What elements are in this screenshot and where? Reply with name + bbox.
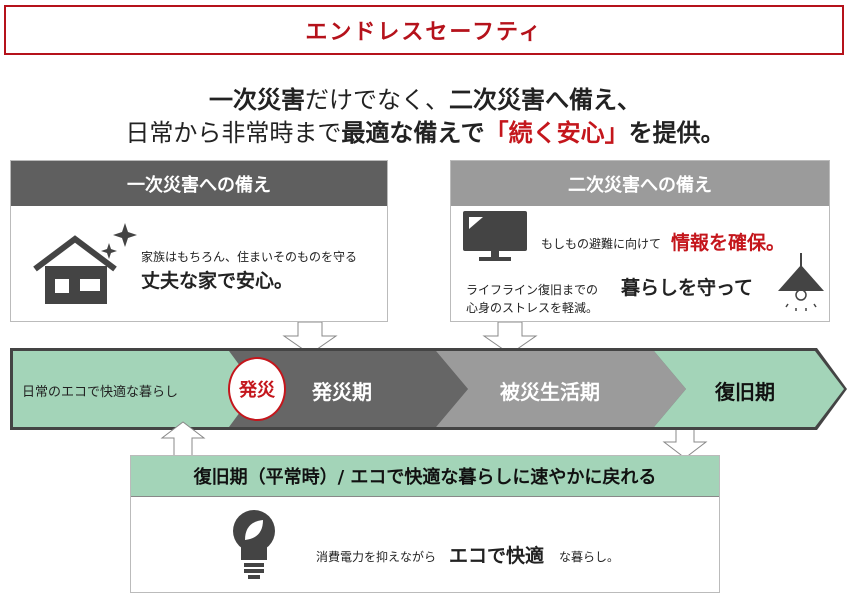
primary-disaster-panel: 一次災害への備え 家族はもちろん、住まいそのものを守る 丈夫な家で安心。 — [10, 160, 388, 322]
band-segment-phase1 — [229, 351, 468, 427]
life-small-text: ライフライン復旧までの — [466, 283, 599, 297]
secondary-panel-header: 二次災害への備え — [451, 161, 829, 206]
primary-big-text: 丈夫な家で安心。 — [141, 270, 294, 292]
down-arrow-icon — [482, 322, 538, 355]
title-box: エンドレスセーフティ — [4, 5, 844, 55]
recovery-big-text: エコで快適 — [449, 545, 545, 567]
lamp-icon — [778, 253, 824, 311]
recovery-small-text-2: な暮らし。 — [559, 550, 620, 564]
disaster-badge: 発災 — [228, 357, 286, 421]
band-phase2-label: 被災生活期 — [500, 380, 600, 404]
up-arrow-icon — [160, 421, 206, 455]
headline-text: 日常から非常時まで — [125, 119, 342, 147]
band-segment-phase2 — [436, 351, 686, 427]
headline-line2: 日常から非常時まで最適な備えで「続く安心」を提供。 — [0, 113, 850, 148]
primary-panel-header: 一次災害への備え — [11, 161, 387, 206]
headline-text: を提供。 — [628, 119, 725, 147]
headline-text: 最適な備えで — [341, 119, 485, 147]
band-segment-daily — [13, 351, 260, 427]
house-icon — [33, 223, 137, 304]
band-phase1-label: 発災期 — [312, 380, 372, 404]
headline-line1: 一次災害だけでなく、二次災害へ備え、 — [0, 80, 850, 115]
primary-small-text: 家族はもちろん、住まいそのものを守る — [141, 250, 358, 264]
down-arrow-icon — [282, 322, 338, 355]
headline-highlight: 「続く安心」 — [484, 119, 629, 147]
recovery-panel-header: 復旧期（平常時）/ エコで快適な暮らしに速やかに戻れる — [131, 456, 719, 497]
band-segment-phase3 — [654, 351, 844, 427]
title: エンドレスセーフティ — [305, 20, 543, 45]
headline-text: 二次災害へ備え、 — [449, 86, 641, 114]
secondary-disaster-panel: 二次災害への備え もしもの避難に向けて 情報を確保。 ライフライン復旧までの 暮… — [450, 160, 830, 322]
band-phase3-label: 復旧期 — [715, 380, 775, 404]
info-small-text: もしもの避難に向けて — [541, 237, 662, 251]
monitor-icon — [463, 211, 527, 261]
recovery-small-text: 消費電力を抑えながら — [316, 550, 437, 564]
life-big-text: 暮らしを守って — [621, 277, 754, 299]
band-daily-label: 日常のエコで快適な暮らし — [22, 385, 179, 400]
headline-text: だけでなく、 — [305, 86, 449, 114]
life-small-text-2: 心身のストレスを軽減。 — [466, 301, 599, 315]
recovery-panel: 復旧期（平常時）/ エコで快適な暮らしに速やかに戻れる 消費電力を抑えながら エ… — [130, 455, 720, 593]
timeline-band — [10, 348, 847, 430]
eco-lightbulb-icon — [233, 510, 275, 579]
headline-text: 一次災害 — [209, 86, 305, 114]
info-big-text: 情報を確保。 — [671, 232, 786, 254]
